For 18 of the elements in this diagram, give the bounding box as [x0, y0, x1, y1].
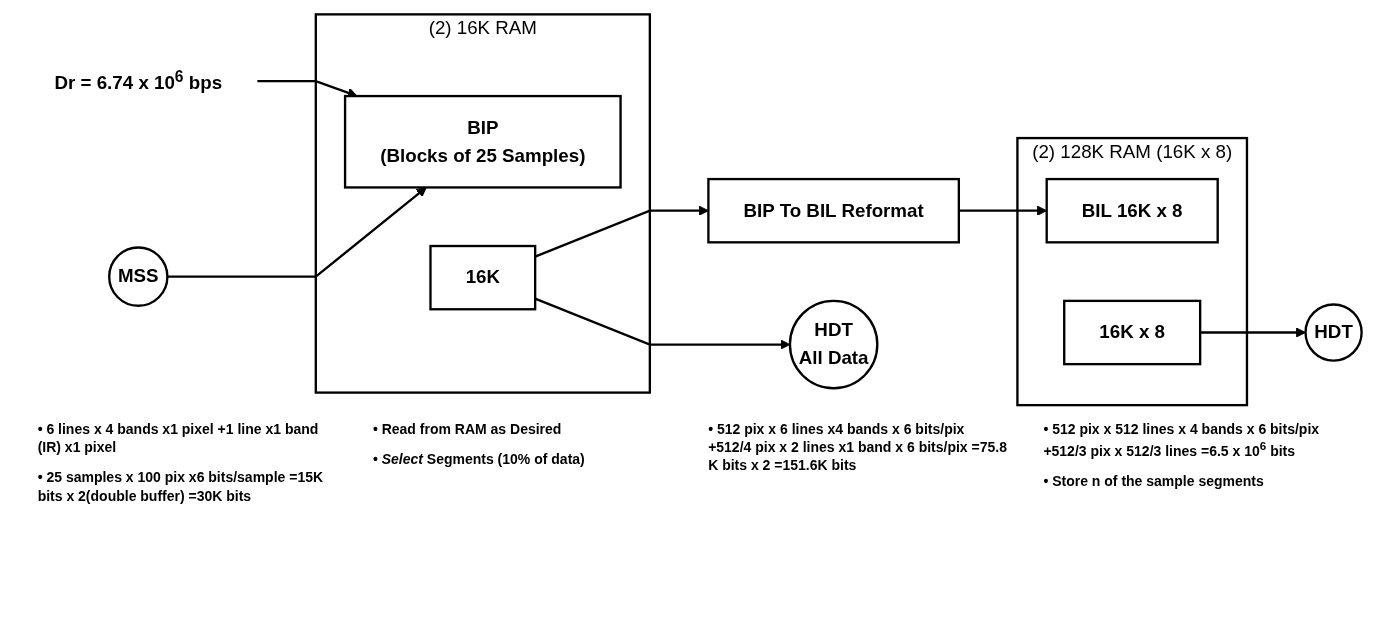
note-text: • Store n of the sample segments [1043, 472, 1265, 491]
node-circle: HDT [1304, 303, 1363, 362]
arrow [167, 187, 427, 279]
node-box: 16K x 8 [1063, 299, 1202, 366]
note-text: • Read from RAM as Desired [372, 420, 563, 439]
note-text: • 6 lines x 4 bands x1 pixel +1 line x1 band (IR) x1 pixel [37, 420, 320, 457]
arrow [1200, 327, 1306, 338]
node-circle: HDT All Data [788, 299, 879, 390]
node-box: BIL 16K x 8 [1045, 178, 1219, 244]
node-box: 16K [429, 245, 537, 311]
note-text: • Select Segments (10% of data) [372, 450, 586, 469]
node-text: Dr = 6.74 x 10$^{6}$ bps [54, 67, 223, 93]
node-circle: MSS [108, 246, 169, 308]
note-text: • 512 pix x 6 lines x4 bands x 6 bits/pix +512/4 pix x 2 lines x1 band x 6 bits/pix =75.8 K bits x 2 =151.6K bits [708, 420, 1008, 475]
node-box: BIP (Blocks of 25 Samples) [343, 95, 622, 189]
node-box: BIP To BIL Reformat [707, 178, 960, 244]
note-text: • 25 samples x 100 pix x6 bits/sample =15K bits x 2(double buffer) =30K bits [37, 468, 325, 505]
note-text: • 512 pix x 512 lines x 4 bands x 6 bits/pix +512/3 pix x 512/3 lines =6.5 x 10$^{6}$ bits [1043, 420, 1321, 461]
